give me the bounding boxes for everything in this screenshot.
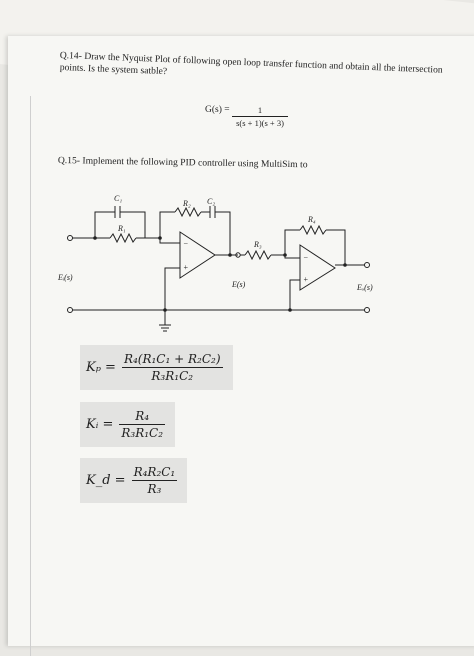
- ki-denominator: R₃R₁C₂: [121, 426, 164, 440]
- opamp1-plus: +: [183, 263, 188, 272]
- label-r1: R₁: [117, 224, 126, 233]
- opamp1-minus: −: [183, 239, 188, 248]
- label-input-voltage: Eᵢ(s): [57, 273, 73, 282]
- label-r3: R₃: [253, 240, 262, 249]
- input-terminal: [67, 235, 73, 241]
- kd-formula: K_d = R₄R₂C₁ R₃: [80, 458, 188, 503]
- ki-lhs: Kᵢ =: [86, 417, 114, 432]
- kp-fraction-bar: [121, 367, 223, 368]
- worksheet-page: [8, 36, 474, 656]
- kp-lhs: Kₚ =: [86, 360, 116, 375]
- ki-numerator: R₄: [135, 409, 150, 423]
- kd-fraction-bar: [131, 480, 178, 481]
- kd-fraction: R₄R₂C₁ R₃: [131, 464, 178, 497]
- label-c1: C₁: [114, 194, 122, 203]
- transfer-function-fraction: 1 s(s + 1)(s + 3): [232, 105, 288, 128]
- kd-lhs: K_d =: [86, 473, 126, 488]
- label-output-voltage: Eₒ(s): [356, 283, 373, 292]
- opamp2-minus: −: [303, 253, 308, 262]
- kd-numerator: R₄R₂C₁: [133, 465, 176, 479]
- kp-denominator: R₃R₁C₂: [151, 369, 194, 383]
- ki-fraction: R₄ R₃R₁C₂: [119, 408, 166, 441]
- margin-line: [30, 96, 31, 656]
- opamp2-plus: +: [303, 275, 308, 284]
- kp-fraction: R₄(R₁C₁ + R₂C₂) R₃R₁C₂: [121, 351, 223, 384]
- transfer-function-lhs: G(s) =: [205, 105, 230, 115]
- label-c2: C₂: [207, 197, 215, 206]
- pid-circuit-diagram: C₁ R₁ R₂ C₂ R₃ R₄ Eᵢ(s) E(s) Eₒ(s) − + −…: [57, 194, 373, 332]
- kp-formula: Kₚ = R₄(R₁C₁ + R₂C₂) R₃R₁C₂: [80, 345, 233, 390]
- kd-denominator: R₃: [147, 482, 162, 496]
- kp-numerator: R₄(R₁C₁ + R₂C₂): [123, 352, 221, 366]
- ki-fraction-bar: [119, 424, 166, 425]
- tf-denominator: s(s + 1)(s + 3): [236, 118, 284, 128]
- label-r4: R₄: [307, 215, 316, 224]
- ki-formula: Kᵢ = R₄ R₃R₁C₂: [80, 402, 176, 447]
- tf-numerator: 1: [257, 105, 263, 115]
- tf-fraction-bar: [232, 116, 288, 117]
- label-intermediate-voltage: E(s): [231, 280, 246, 289]
- label-r2: R₂: [182, 199, 191, 208]
